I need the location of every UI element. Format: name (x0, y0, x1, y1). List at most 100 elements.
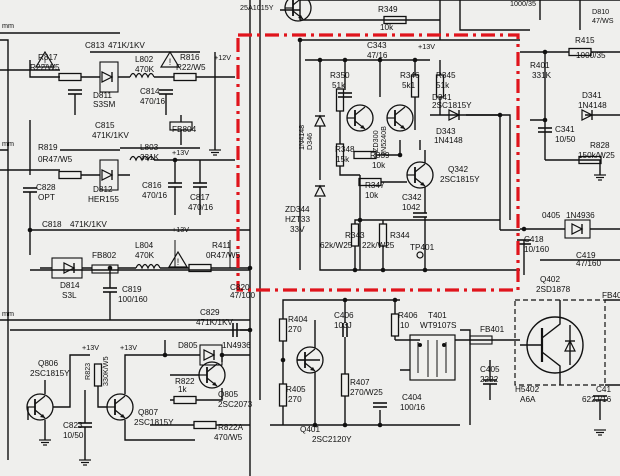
label-r828-val: 150k/W25 (578, 151, 615, 160)
label-d805: D805 (178, 341, 198, 350)
label-d812: D812 (93, 185, 113, 194)
label-mm-c: mm (2, 309, 14, 318)
label-c404: C404 (402, 393, 422, 402)
label-c41x-val: 622J/16 (582, 395, 612, 404)
label-r348: R348 (335, 145, 355, 154)
label-c406-val: 103J (334, 321, 352, 330)
label-c828: C828 (36, 183, 56, 192)
label-d341: D341 (432, 93, 452, 102)
label-q806-val: 2SC1815Y (30, 369, 70, 378)
label-r345-val: 51k (436, 81, 450, 90)
label-r350: R350 (330, 71, 350, 80)
label-d343: D343 (436, 127, 456, 136)
label-d811-val: S3SM (93, 100, 115, 109)
label-c820-val: 47/100 (230, 291, 255, 300)
label-t401-val: WT9107S (420, 321, 457, 330)
label-fb40x: FB40 (602, 291, 620, 300)
label-d405: 0405 (542, 211, 561, 220)
label-c404-val: 100/16 (400, 403, 425, 412)
label-r411-val: 0R47/W5 (206, 251, 241, 260)
label-c41x: C41 (596, 385, 611, 394)
label-r349: R349 (378, 5, 398, 14)
label-d810-val: 47/WS (592, 16, 614, 25)
label-c819-val: 100/160 (118, 295, 148, 304)
label-q401-val: 2SC2120Y (312, 435, 352, 444)
label-c418: C418 (524, 235, 544, 244)
label-r817-val: R22/W5 (30, 63, 60, 72)
label-tp401: TP401 (410, 243, 435, 252)
label-c343-v: +13V (418, 42, 435, 51)
label-r345: R345 (436, 71, 456, 80)
label-c818: C818 (42, 220, 62, 229)
label-d346-val: 1N4148 (297, 125, 306, 150)
label-zd344: ZD344 (285, 205, 310, 214)
highlighted-circuit (236, 33, 520, 292)
label-c341-val: 10/50 (555, 135, 576, 144)
label-r415-val: 1000/35 (576, 51, 606, 60)
label-v13-a: +13V (82, 343, 99, 352)
label-c342-val: 1042 (402, 203, 421, 212)
label-c817-val: 470/16 (188, 203, 213, 212)
label-h5402-val: A6A (520, 395, 536, 404)
label-r346: R346 (400, 71, 420, 80)
label-d805-val: 1N4936 (222, 341, 251, 350)
label-r405-val: 270 (288, 395, 302, 404)
label-r415: R415 (575, 36, 595, 45)
label-r816-v: +12V (214, 53, 231, 62)
label-r822-val: 1k (178, 385, 188, 394)
label-d346: D346 (305, 133, 314, 150)
label-d405-val: 1N4936 (566, 211, 595, 220)
label-fb804: FB804 (172, 125, 197, 134)
label-t401: T401 (428, 311, 447, 320)
label-q402: Q402 (540, 275, 560, 284)
label-c405-val: 2222 (480, 375, 499, 384)
left-power-section (0, 32, 250, 466)
label-r344-val: 22k/W25 (362, 241, 395, 250)
label-q807-val: 2SC1815Y (134, 418, 174, 427)
label-q807: Q807 (138, 408, 158, 417)
label-r822a-val: 470/W5 (214, 433, 243, 442)
label-r349-val: 10k (380, 23, 394, 32)
label-r339: R339 (370, 151, 390, 160)
label-l802-val: 470K (135, 65, 155, 74)
label-r406-val: 10 (400, 321, 410, 330)
label-r823-val: 330K/W5 (101, 356, 110, 386)
label-v13-b: +13V (120, 343, 137, 352)
label-c343-val: 47/16 (367, 51, 388, 60)
label-r819-val: 0R47/W5 (38, 155, 73, 164)
label-r348-val: 15k (336, 155, 350, 164)
label-r819: R819 (38, 143, 58, 152)
label-c823: C823 (63, 421, 83, 430)
label-c829-val: 471K/1KV (196, 318, 233, 327)
label-r343-val: 62k/W25 (320, 241, 353, 250)
label-c829: C829 (200, 308, 220, 317)
label-l803: L803 (140, 143, 159, 152)
junctions (27, 37, 548, 428)
label-r816: R816 (180, 53, 200, 62)
label-c341: C341 (555, 125, 575, 134)
label-r401-val: 331K (532, 71, 552, 80)
label-q402-val: 2SD1878 (536, 285, 571, 294)
label-d810: D810 (592, 7, 609, 16)
label-fb802: FB802 (92, 251, 117, 260)
label-r404-val: 270 (288, 325, 302, 334)
label-d812-val: HER155 (88, 195, 119, 204)
label-d341r: D341 (582, 91, 602, 100)
label-d814: D814 (60, 281, 80, 290)
label-r415-val-top: 1000/35 (510, 0, 536, 8)
label-c418-val: 10/160 (524, 245, 549, 254)
label-c816-val: 470/16 (142, 191, 167, 200)
label-c815-val: 471K/1KV (92, 131, 129, 140)
label-q806: Q806 (38, 359, 58, 368)
label-c820: C820 (230, 283, 250, 292)
label-q805: Q805 (218, 390, 238, 399)
label-r822: R822 (175, 377, 195, 386)
label-q-top: 25A1015Y (240, 3, 274, 12)
label-r339-val: 10k (372, 161, 386, 170)
label-d343-val: 1N4148 (434, 136, 463, 145)
label-mm-b: mm (2, 139, 14, 148)
label-d341r-val: 1N4148 (578, 101, 607, 110)
label-r817: R817 (38, 53, 58, 62)
label-l803-v: +13V (172, 148, 189, 157)
